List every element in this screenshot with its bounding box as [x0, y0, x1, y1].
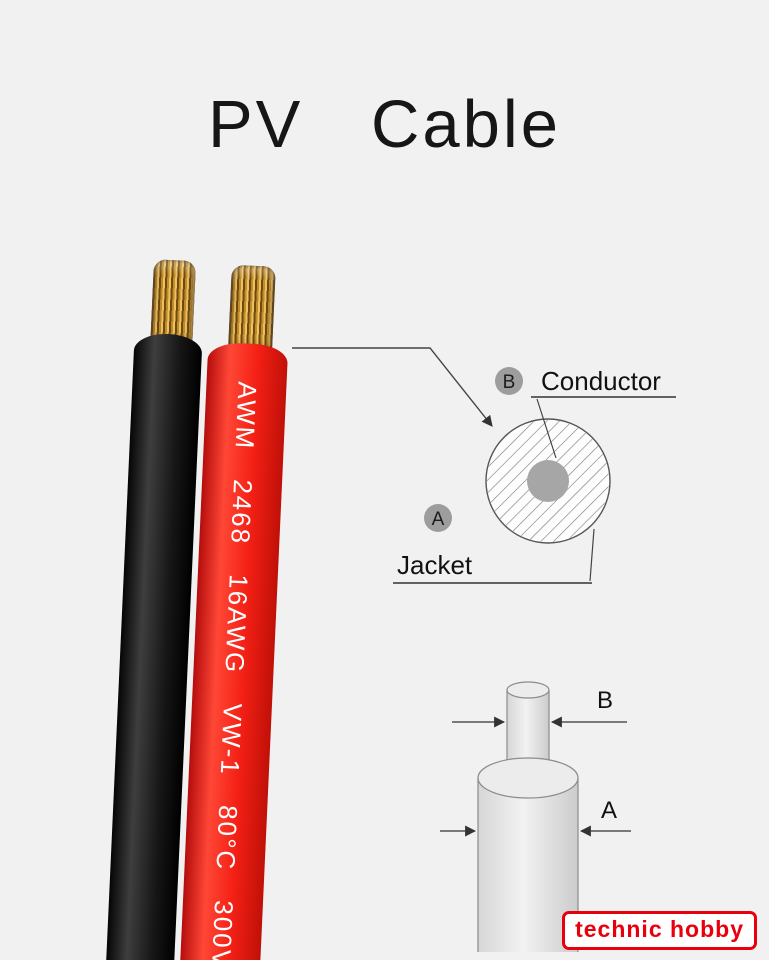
conductor-core-circle [527, 460, 569, 502]
inner-conductor-cylinder [507, 690, 549, 770]
jacket-hatching [487, 420, 609, 542]
badge-a-letter: A [432, 509, 445, 530]
inner-cylinder-top [506, 681, 550, 699]
callout-arrow-line [292, 347, 493, 427]
jacket-leader-line [589, 528, 595, 582]
outer-cylinder-top [477, 757, 579, 799]
copper-strands-red-cable [227, 264, 276, 355]
dimension-a-label: A [601, 797, 617, 824]
dimension-lines: B A [440, 687, 631, 837]
jacket-label: Jacket [397, 550, 473, 580]
brand-logo: technic hobby [562, 911, 757, 950]
conductor-label: Conductor [541, 366, 661, 396]
badge-a-circle [424, 504, 452, 532]
badge-b-letter: B [503, 372, 516, 393]
page-title: PV Cable [207, 87, 562, 162]
cross-section-diagram: B Conductor A Jacket [393, 366, 676, 584]
conductor-leader-line [536, 398, 557, 459]
dimension-b-label: B [597, 687, 613, 714]
cable-cylinder-diagram [477, 681, 579, 952]
cable-pair: AWM 2468 16AWG VW-1 80°C 300V [98, 258, 294, 960]
badge-b-circle [495, 367, 523, 395]
jacket-circle [485, 418, 611, 544]
